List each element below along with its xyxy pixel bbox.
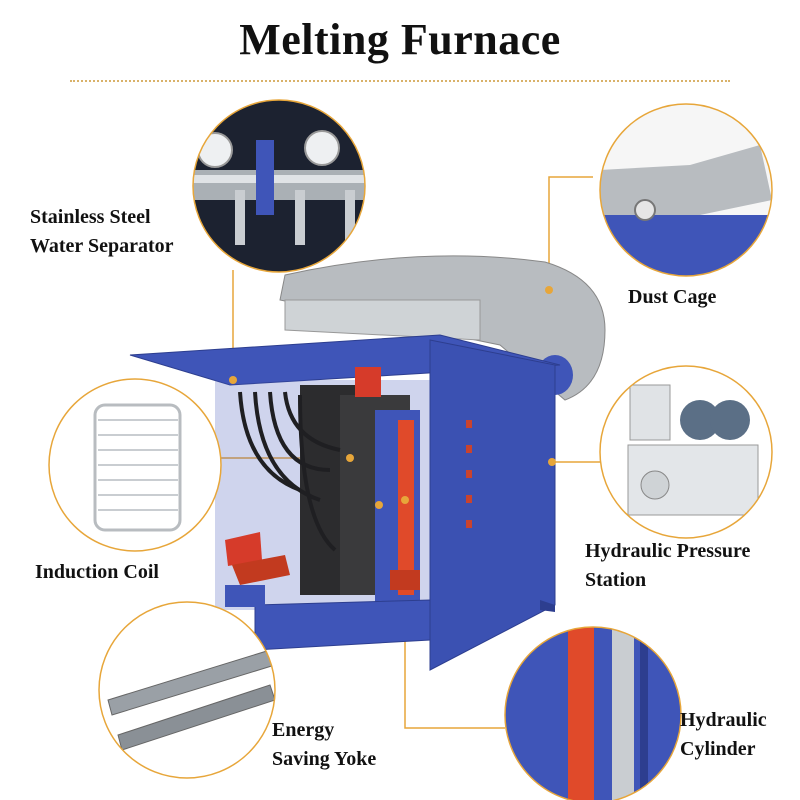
label-water-separator: Stainless Steel Water Separator [30,203,174,261]
page-title: Melting Furnace [239,15,561,64]
label-line: Dust Cage [628,286,717,308]
hydraulic-station-detail [599,365,773,539]
label-dust-cage: Dust Cage [628,283,716,312]
induction-coil-detail [48,378,222,552]
label-line: Induction Coil [35,561,159,583]
label-line: Water Separator [30,235,174,257]
label-hydraulic-cylinder: Hydraulic Cylinder [680,706,767,764]
label-hydraulic-station: Hydraulic Pressure Station [585,537,750,595]
energy-yoke-detail [98,601,276,779]
dust-cage-detail [599,103,773,277]
label-line: Hydraulic Pressure [585,540,751,562]
label-line: Stainless Steel [30,206,151,228]
hydraulic-cylinder-detail [504,626,682,800]
label-induction-coil: Induction Coil [35,558,159,587]
label-line: Station [585,569,647,591]
leader-dots [229,286,556,509]
water-separator-detail [192,99,366,273]
title-divider [70,80,730,82]
label-line: Energy [272,719,335,741]
furnace-body [129,255,606,671]
label-line: Hydraulic [680,709,767,731]
label-line: Cylinder [680,738,756,760]
label-line: Saving Yoke [272,748,377,770]
label-energy-yoke: Energy Saving Yoke [272,716,376,774]
